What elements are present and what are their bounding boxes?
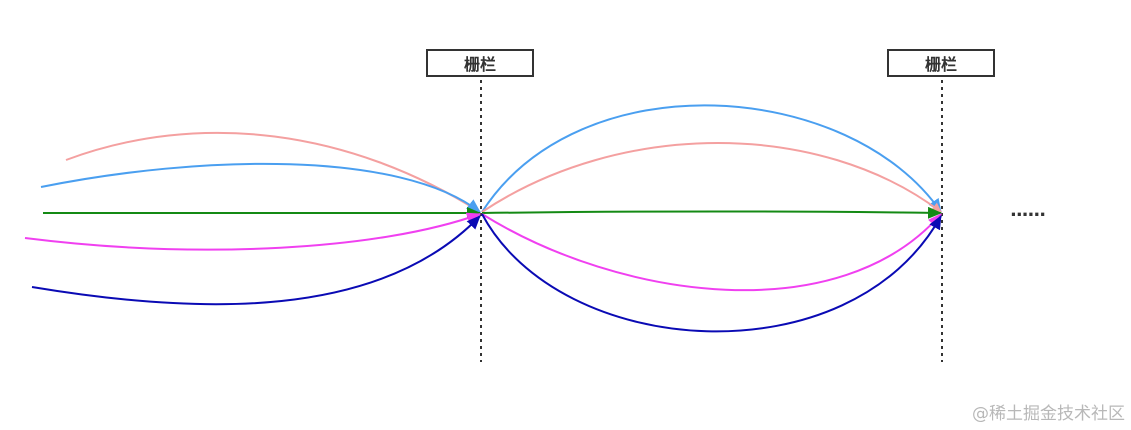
thread-navy-phase1: [31, 215, 481, 306]
thread-blue-phase1: [40, 162, 481, 213]
thread-pink-phase1: [65, 131, 481, 213]
thread-green-phase2: [481, 206, 942, 219]
barrier-label-1: 栅栏: [426, 49, 534, 77]
watermark: @稀土掘金技术社区: [972, 404, 1125, 424]
thread-magenta-phase2: [481, 213, 942, 292]
thread-magenta-phase1: [24, 212, 481, 251]
thread-blue-phase2: [481, 104, 942, 213]
continuation-ellipsis: ......: [1010, 200, 1046, 221]
thread-navy-phase2: [481, 213, 942, 333]
thread-pink-phase2: [481, 142, 942, 213]
barrier-label-2: 栅栏: [887, 49, 995, 77]
barrier-label-text: 栅栏: [924, 55, 957, 74]
barrier-label-text: 栅栏: [463, 55, 496, 74]
